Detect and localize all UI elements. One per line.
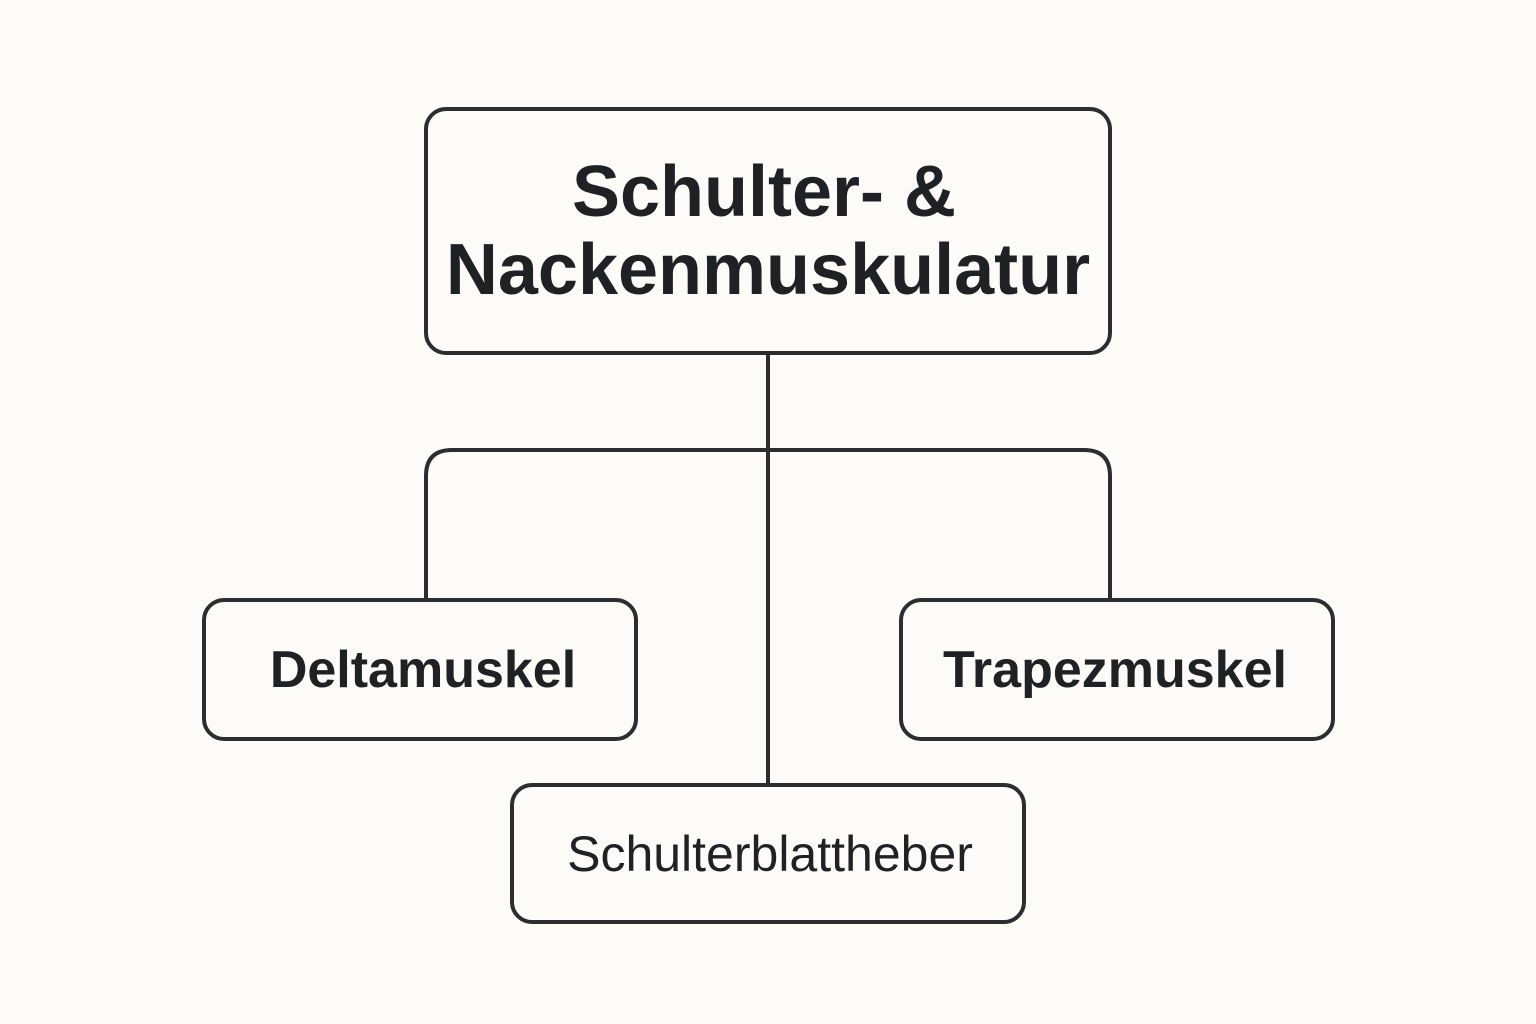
node-label: Deltamuskel [269,640,577,699]
node-trapezmuskel: Trapezmuskel [899,598,1335,741]
node-label: Trapezmuskel [943,640,1287,699]
root-node: Schulter- & Nackenmuskulatur [424,107,1112,355]
edge-root-child-1 [424,448,770,600]
node-label: Schulterblattheber [567,825,973,882]
edge-root-child-3 [766,448,1112,600]
root-label-line-1: Schulter- & [571,152,957,232]
root-label-line-2: Nackenmuskulatur [445,230,1091,310]
connector-lines [424,353,1112,785]
node-schulterblattheber: Schulterblattheber [510,783,1026,924]
root-node-label: Schulter- & Nackenmuskulatur [446,153,1090,309]
node-deltamuskel: Deltamuskel [202,598,638,741]
